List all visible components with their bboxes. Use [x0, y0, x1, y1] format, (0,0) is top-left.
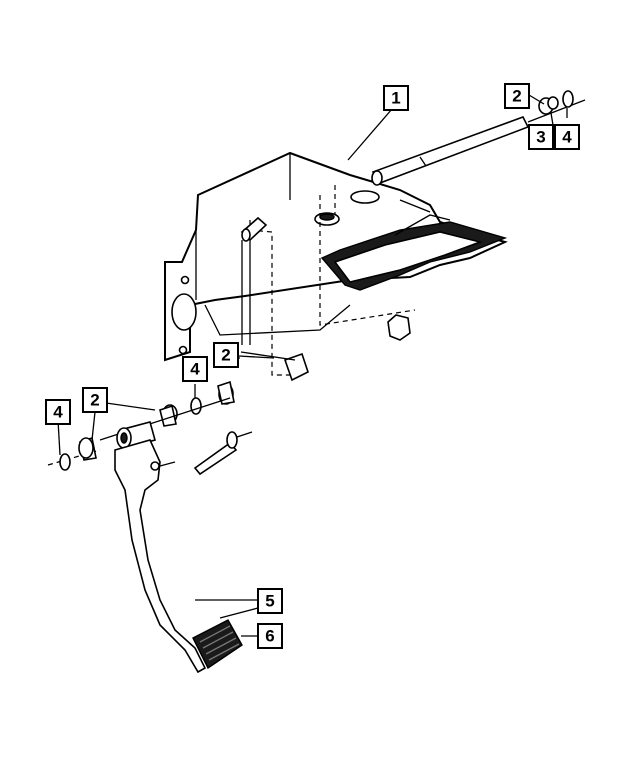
callout-4-mid: 4 [182, 356, 208, 382]
callout-4-mid-label: 4 [190, 360, 200, 379]
callout-2-left-label: 2 [90, 391, 99, 410]
callout-6-label: 6 [265, 627, 274, 646]
brake-pedal-arm [114, 421, 207, 674]
callout-4-top-label: 4 [562, 128, 572, 147]
clip-chain-left [47, 397, 231, 471]
callout-6: 6 [257, 623, 283, 649]
pedal-bracket [164, 151, 508, 376]
callout-4-left-label: 4 [53, 403, 63, 422]
pedal-pad [192, 619, 243, 670]
grommet-lower [387, 314, 411, 341]
pin-and-clip [159, 431, 253, 476]
leader-lines [57, 94, 568, 637]
callout-5-label: 5 [265, 592, 274, 611]
callout-2-top-label: 2 [512, 87, 521, 106]
callout-3: 3 [528, 124, 554, 150]
callout-2-top: 2 [504, 83, 530, 109]
callout-2-mid: 2 [213, 342, 239, 368]
bushing-right [538, 90, 574, 115]
callout-2-left: 2 [82, 387, 108, 413]
callout-5: 5 [257, 588, 283, 614]
callout-1: 1 [383, 85, 409, 111]
callout-4-left: 4 [45, 399, 71, 425]
callout-3-label: 3 [536, 128, 545, 147]
callout-4-top: 4 [554, 124, 580, 150]
callout-2-mid-label: 2 [221, 346, 230, 365]
callout-1-label: 1 [391, 89, 400, 108]
